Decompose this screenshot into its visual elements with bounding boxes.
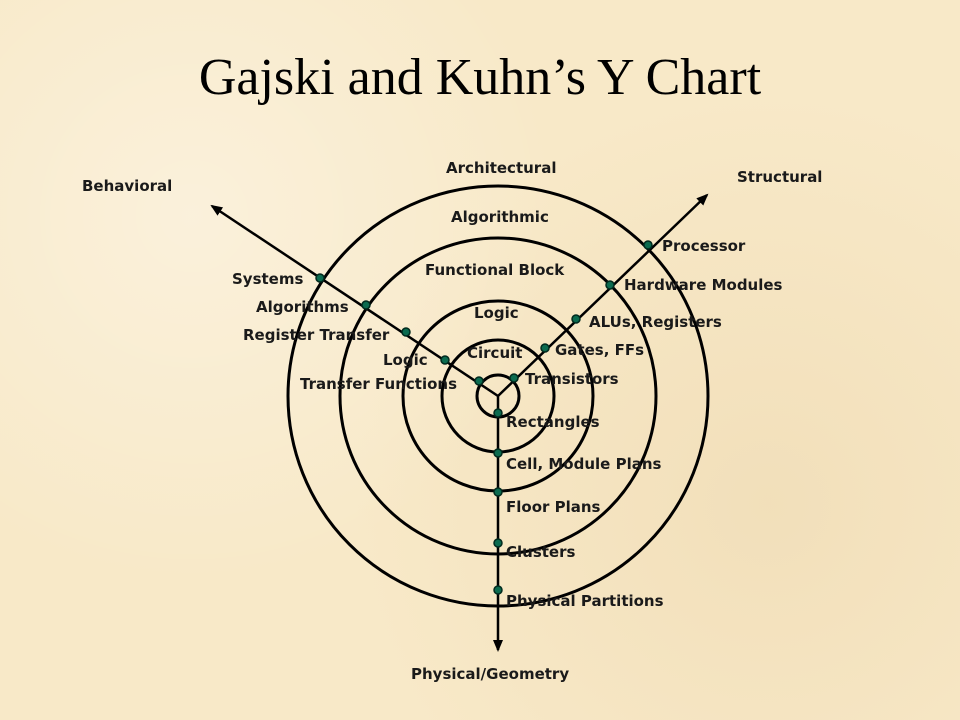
behavioral-dot-logic: [440, 355, 450, 365]
behavioral-label-algorithms: Algorithms: [256, 298, 349, 316]
behavioral-label-systems: Systems: [232, 270, 303, 288]
structural-axis-label: Structural: [737, 168, 822, 186]
behavioral-label-logic: Logic: [383, 351, 428, 369]
behavioral-dot-transfer-functions: [474, 376, 484, 386]
structural-label-alus-registers: ALUs, Registers: [589, 313, 722, 331]
behavioral-label-transfer-functions: Transfer Functions: [300, 375, 457, 393]
behavioral-dot-algorithms: [361, 300, 371, 310]
structural-dot-processor: [643, 240, 653, 250]
level-label-functional-block: Functional Block: [425, 261, 565, 279]
physical-dot-rectangles: [493, 408, 503, 418]
level-label-logic: Logic: [474, 304, 519, 322]
physical-label-cell-module-plans: Cell, Module Plans: [506, 455, 662, 473]
behavioral-dot-systems: [315, 273, 325, 283]
structural-dot-hardware-modules: [605, 280, 615, 290]
behavioral-label-register-transfer: Register Transfer: [243, 326, 390, 344]
physical-dot-physical-partitions: [493, 585, 503, 595]
behavioral-dot-register-transfer: [401, 327, 411, 337]
physical-dot-clusters: [493, 538, 503, 548]
structural-label-processor: Processor: [662, 237, 746, 255]
physical-label-clusters: Clusters: [506, 543, 575, 561]
behavioral-axis: [210, 204, 499, 398]
level-label-algorithmic: Algorithmic: [451, 208, 549, 226]
structural-dot-alus-registers: [571, 314, 581, 324]
level-label-architectural: Architectural: [446, 159, 556, 177]
structural-label-gates-ffs: Gates, FFs: [555, 341, 644, 359]
physical-dot-cell-module-plans: [493, 448, 503, 458]
physical-label-physical-partitions: Physical Partitions: [506, 592, 664, 610]
structural-dot-transistors: [509, 373, 519, 383]
level-label-circuit: Circuit: [467, 344, 522, 362]
structural-label-hardware-modules: Hardware Modules: [624, 276, 783, 294]
behavioral-axis-label: Behavioral: [82, 177, 172, 195]
page-title: Gajski and Kuhn’s Y Chart: [198, 49, 762, 106]
physical-dot-floor-plans: [493, 487, 503, 497]
structural-dot-gates-ffs: [540, 343, 550, 353]
physical-label-rectangles: Rectangles: [506, 413, 600, 431]
physical-label-floor-plans: Floor Plans: [506, 498, 601, 516]
physical-axis-label: Physical/Geometry: [411, 665, 569, 683]
structural-label-transistors: Transistors: [525, 370, 619, 388]
structural-axis: [497, 193, 709, 397]
